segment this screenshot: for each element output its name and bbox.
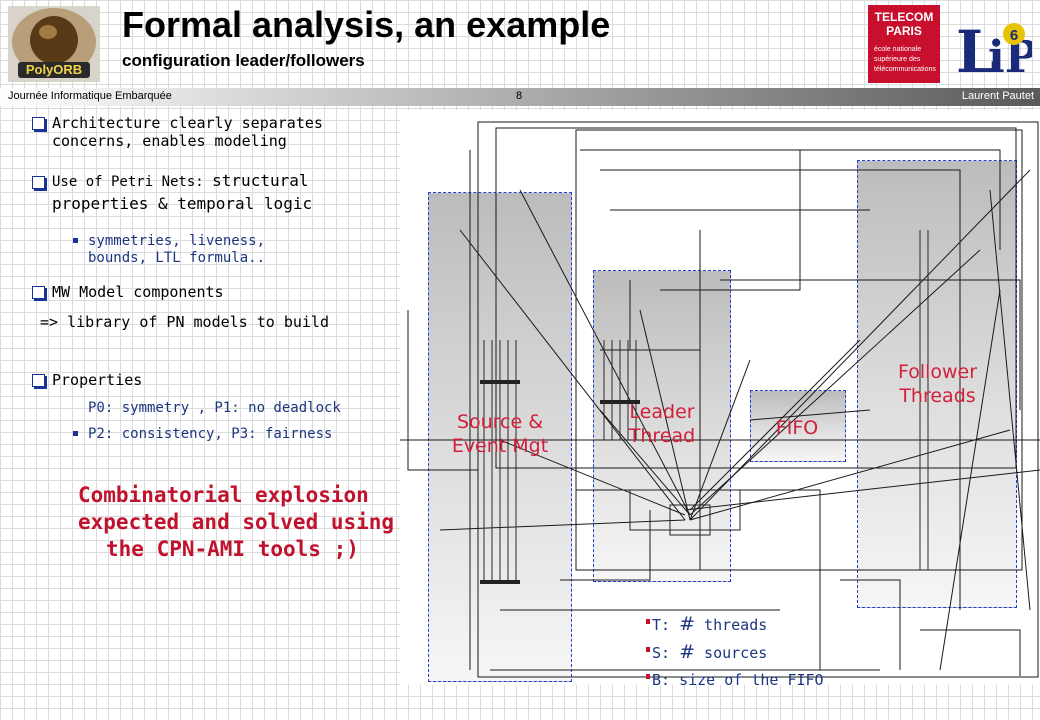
page-title: Formal analysis, an example <box>122 4 611 45</box>
svg-text:PolyORB: PolyORB <box>26 62 82 77</box>
bullet-petri-nets: Use of Petri Nets: structural properties… <box>32 170 312 215</box>
svg-text:6: 6 <box>1010 27 1018 44</box>
page-number: 8 <box>516 90 523 102</box>
svg-text:TELECOM: TELECOM <box>875 10 934 24</box>
legend-sources: S: # sources <box>646 641 767 663</box>
event-name: Journée Informatique Embarquée <box>8 90 172 102</box>
bullet-properties: Properties <box>32 371 142 389</box>
author-name: Laurent Pautet <box>961 90 1034 102</box>
svg-text:L: L <box>956 18 997 82</box>
telecom-paris-logo: TELECOM PARIS école nationale supérieure… <box>868 5 940 83</box>
svg-text:télécommunications: télécommunications <box>874 66 936 73</box>
legend-fifo-size: B: size of the FIFO <box>646 671 824 689</box>
svg-text:supérieure des: supérieure des <box>874 56 921 63</box>
footer-bar: Journée Informatique Embarquée 8 Laurent… <box>0 88 1040 106</box>
page-subtitle: configuration leader/followers <box>122 51 365 70</box>
fifo-label: FIFO <box>775 417 819 439</box>
legend-threads: T: # threads <box>646 613 767 635</box>
subbullet-symmetries: symmetries, liveness, bounds, LTL formul… <box>73 233 265 267</box>
source-event-label: Source & Event Mgt <box>451 411 549 457</box>
bullet-architecture: Architecture clearly separates concerns,… <box>32 114 323 150</box>
svg-text:PARIS: PARIS <box>886 24 922 38</box>
petri-net-arcs <box>400 121 1040 678</box>
lip6-logo: L iP 6 <box>956 18 1032 82</box>
petri-net-diagram: Source & Event Mgt Leader Thread FIFO Fo… <box>400 110 1040 685</box>
leader-thread-label: Leader Thread <box>628 401 696 447</box>
svg-text:école nationale: école nationale <box>874 46 921 53</box>
polyorb-logo: PolyORB <box>8 6 100 82</box>
library-line: => library of PN models to build <box>40 313 329 331</box>
subbullet-p2-p3: P2: consistency, P3: fairness <box>73 426 332 443</box>
follower-threads-label: Follower Threads <box>897 361 978 407</box>
bullet-mw-model: MW Model components <box>32 283 224 301</box>
subbullet-p0-p1: P0: symmetry , P1: no deadlock <box>88 400 388 417</box>
combinatorial-explosion-note: Combinatorial explosion expected and sol… <box>78 483 395 561</box>
